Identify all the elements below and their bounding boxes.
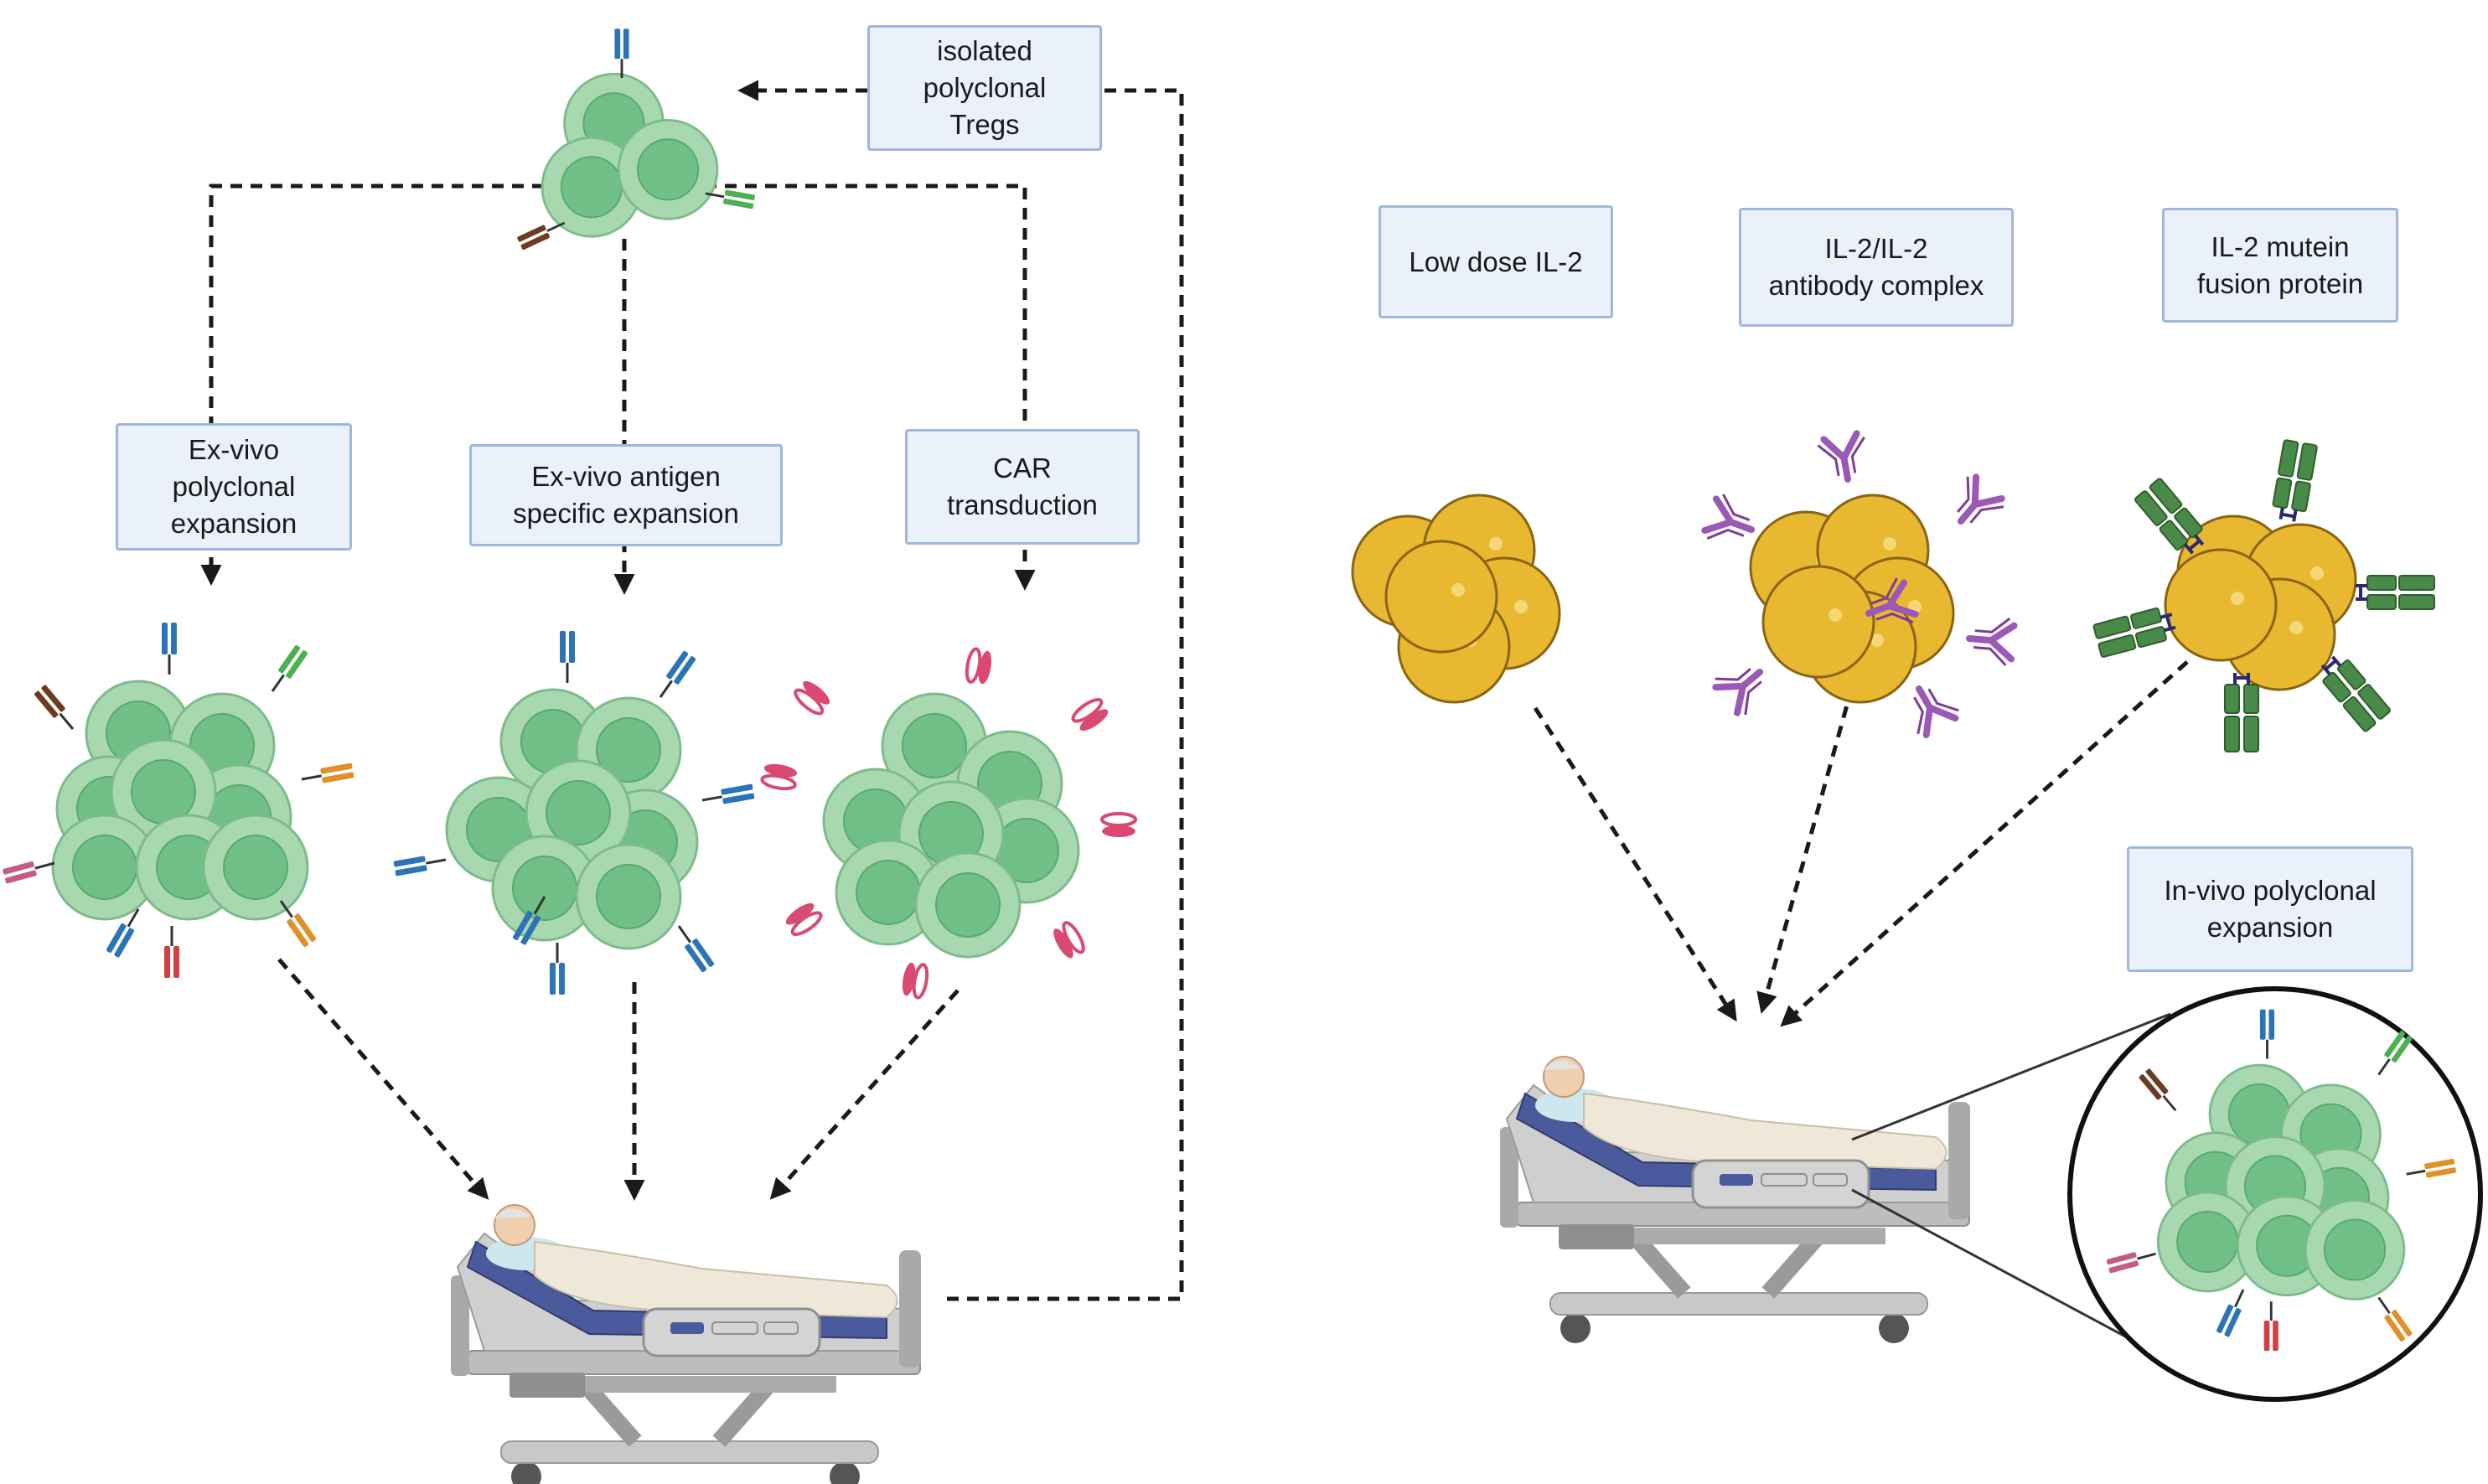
isolated-tregs-label: isolated polyclonal Tregs xyxy=(867,25,1102,151)
il2-mutein-fusion-cluster xyxy=(2091,437,2436,753)
low-dose-il2-label: Low dose IL-2 xyxy=(1378,205,1613,318)
car-transduction-label: CAR transduction xyxy=(905,429,1140,545)
il2-antibody-complex-label: IL-2/IL-2 antibody complex xyxy=(1739,208,2014,327)
hospital-bed-patient-right xyxy=(1500,1057,1970,1343)
in-vivo-polyclonal-label: In-vivo polyclonal expansion xyxy=(2127,846,2413,972)
polyclonal-expanded-cluster xyxy=(1,621,356,980)
car-treg-cluster xyxy=(759,646,1137,1001)
antigen-specific-cluster xyxy=(391,629,757,996)
top-bar-left xyxy=(200,184,624,586)
il2-mutein-label: IL-2 mutein fusion protein xyxy=(2162,208,2398,323)
ex-vivo-polyclonal-label: Ex-vivo polyclonal expansion xyxy=(116,423,352,551)
il2-antibody-complex-cluster xyxy=(1703,432,2015,738)
arrow-complex-to-bed xyxy=(1756,686,1854,1014)
hospital-bed-patient-left xyxy=(451,1205,921,1484)
arrow-car-to-bed xyxy=(769,989,960,1200)
ex-vivo-antigen-label: Ex-vivo antigen specific expansion xyxy=(469,444,783,546)
arrow-mutein-to-bed xyxy=(1780,660,2189,1027)
arrow-poly-to-bed xyxy=(277,958,489,1200)
isolated-treg-cluster xyxy=(515,27,757,252)
low-dose-il2-cluster xyxy=(1351,494,1561,704)
return-loop xyxy=(947,88,1184,1301)
arrow-lowdose-to-bed xyxy=(1533,706,1737,1022)
